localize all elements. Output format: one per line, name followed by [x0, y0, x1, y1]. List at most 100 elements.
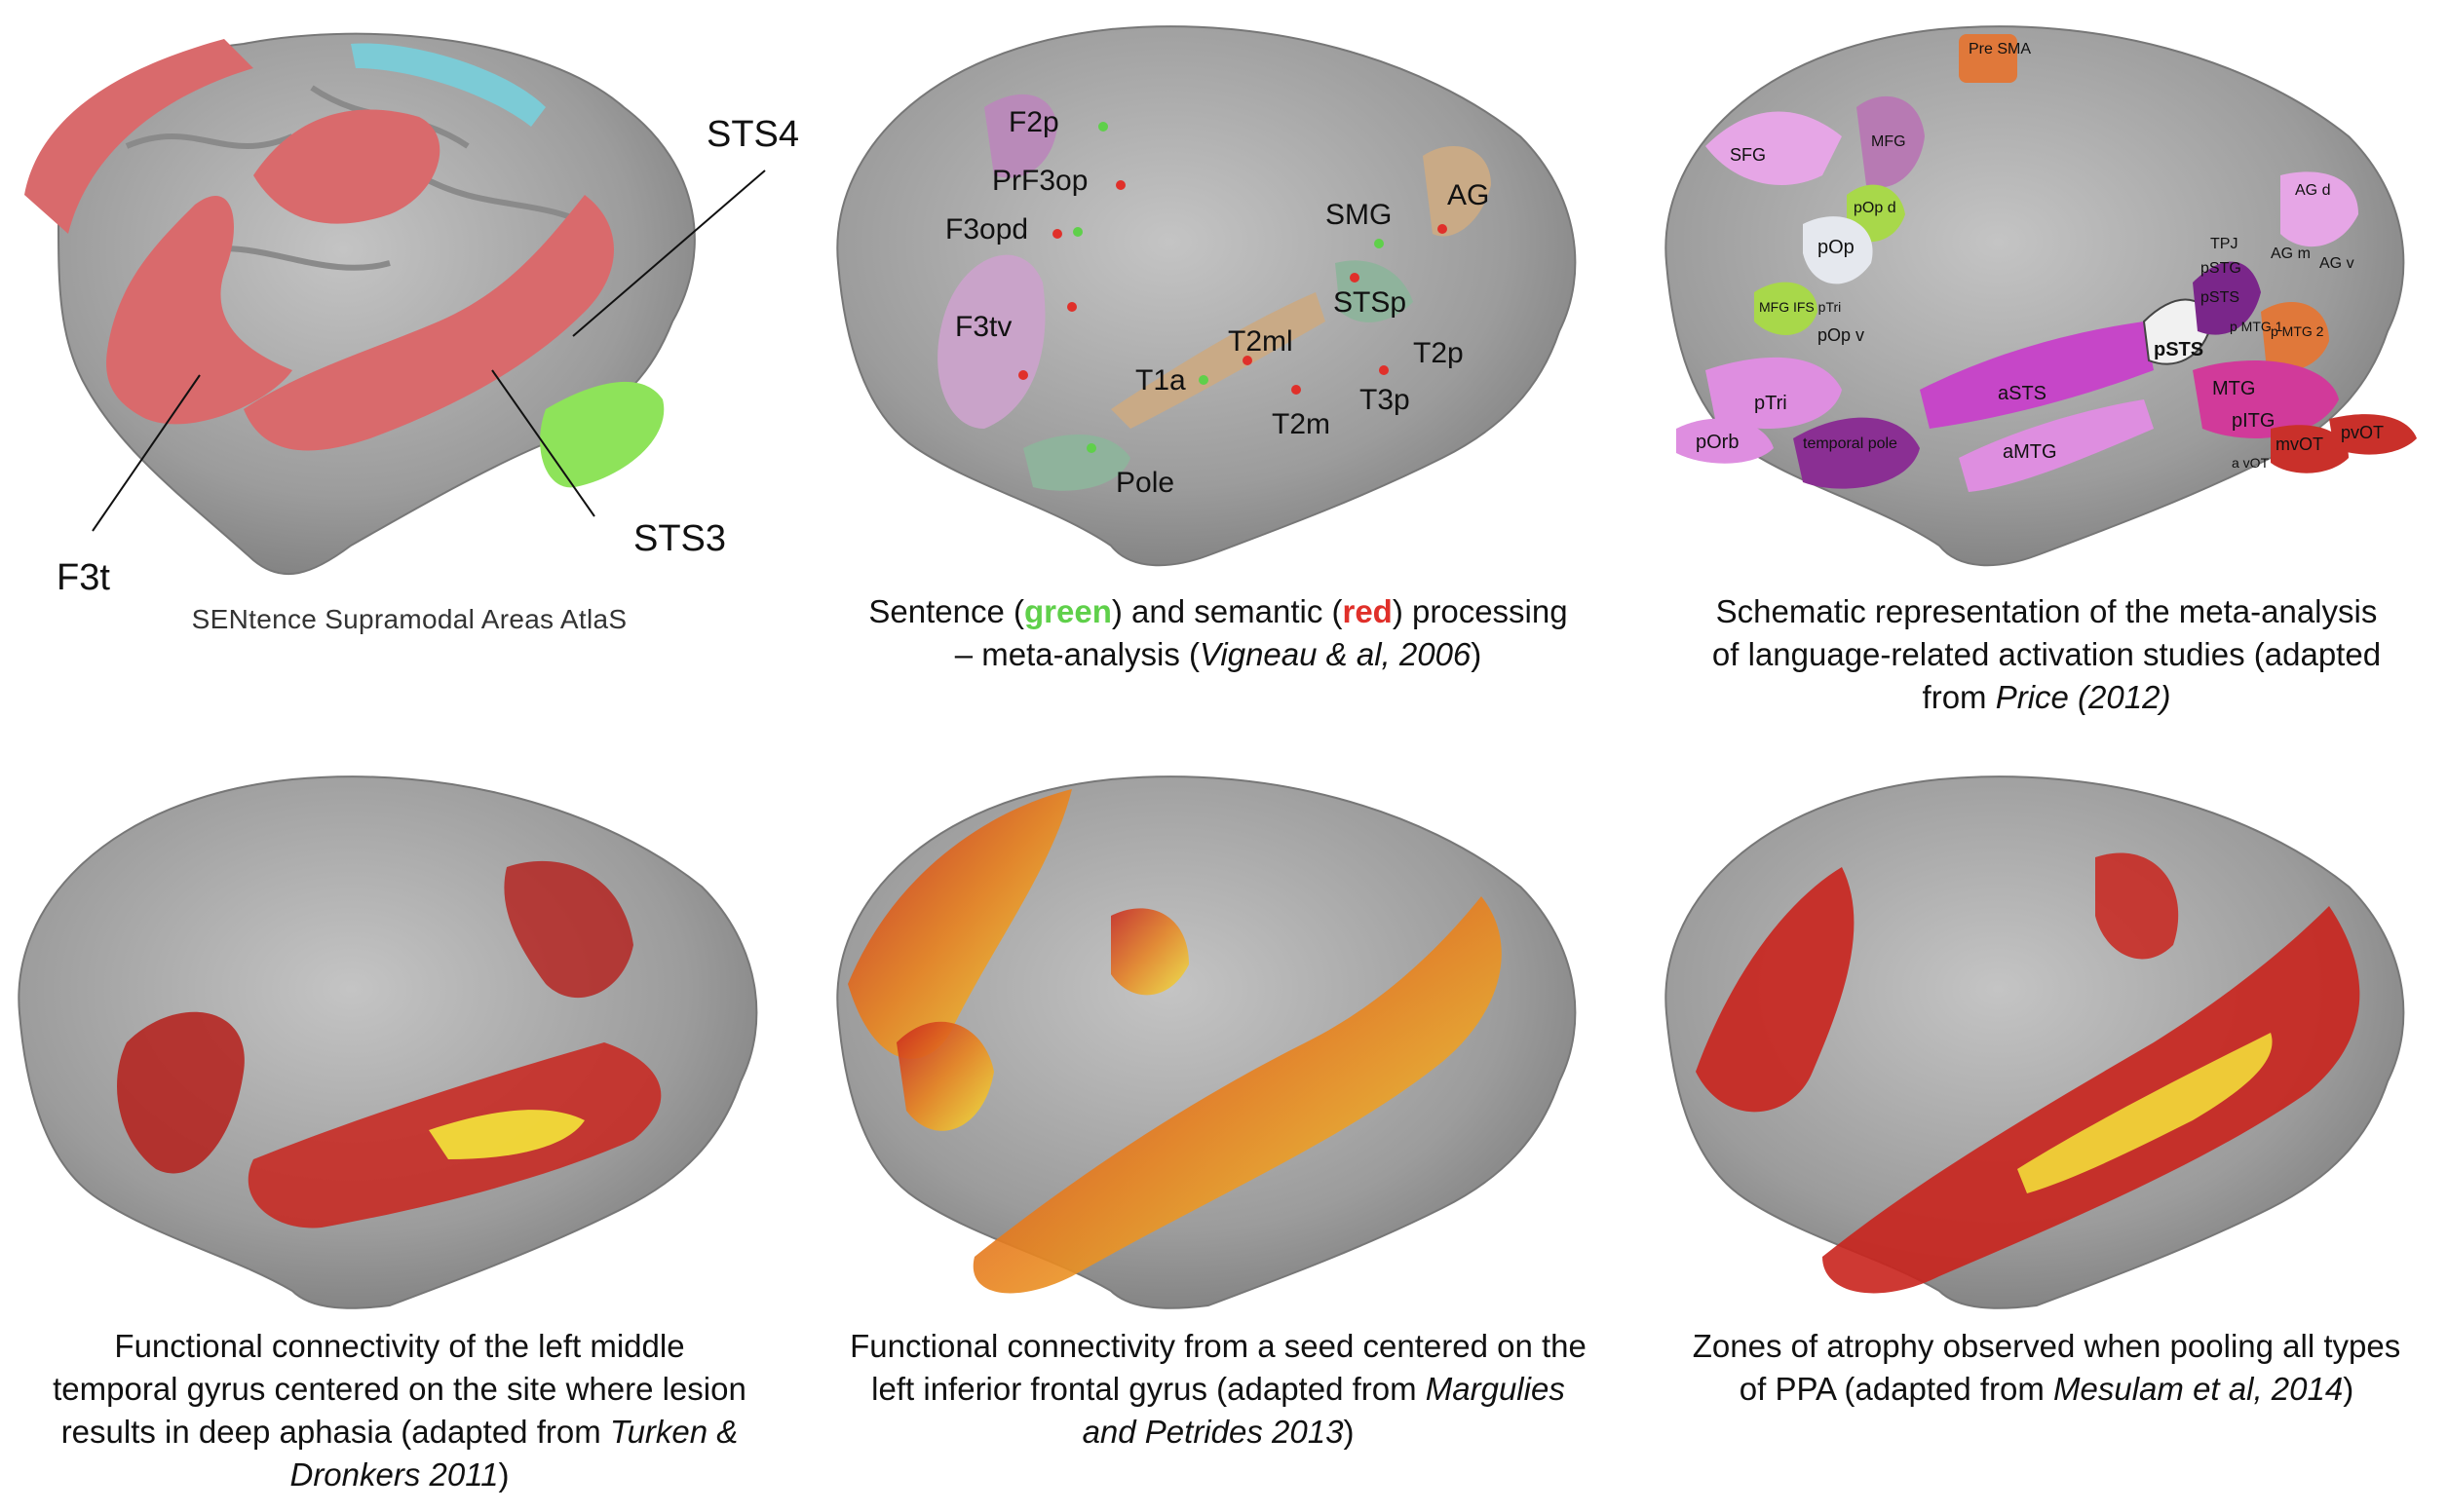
panel-turken: Functional connectivity of the left midd… — [0, 750, 799, 1493]
panel-mesulam: Zones of atrophy observed when pooling a… — [1647, 750, 2446, 1491]
label-f3opd: F3opd — [945, 213, 1028, 246]
caption-citation: and Petrides 2013 — [1082, 1414, 1344, 1450]
brain-shape — [836, 25, 1577, 567]
caption-text: ) — [1471, 636, 1482, 672]
caption-text: ) processing — [1392, 593, 1568, 629]
heat-core — [2017, 1033, 2273, 1193]
caption-text: ) — [1343, 1414, 1355, 1450]
heat-parietal — [2095, 852, 2179, 960]
brain-price-figure: Pre SMA SFG MFG pOp d pOp MFG IFS pTri p… — [1664, 25, 2417, 567]
brain-turken-figure — [18, 775, 758, 1309]
label-avot: a vOT — [2232, 455, 2270, 471]
caption-text: of language-related activation studies (… — [1711, 636, 2382, 672]
caption-text: left inferior frontal gyrus (adapted fro… — [871, 1371, 1426, 1407]
label-pmtg2: p MTG 2 — [2271, 323, 2324, 339]
region-tan — [1111, 292, 1325, 429]
brain-vigneau-figure: F2p PrF3op F3opd F3tv SMG AG STSp T2ml T… — [836, 25, 1577, 567]
caption-text: Schematic representation of the meta-ana… — [1715, 593, 2378, 629]
heat-parietal — [504, 860, 633, 999]
label-mvot: mvOT — [2276, 435, 2323, 454]
label-t2ml: T2ml — [1228, 325, 1293, 358]
label-psts: pSTS — [2154, 339, 2203, 360]
panel-margulies: Functional connectivity from a seed cent… — [819, 750, 1618, 1491]
brain-mesulam-figure — [1664, 775, 2405, 1309]
caption-citation: Mesulam et al, 2014 — [2053, 1371, 2344, 1407]
label-pop: pOp — [1817, 237, 1855, 258]
caption-price: Schematic representation of the meta-ana… — [1647, 590, 2446, 719]
label-tpj: TPJ — [2210, 236, 2238, 252]
label-t3p: T3p — [1359, 384, 1410, 416]
label-f3t: F3t — [57, 557, 110, 598]
heat-core — [429, 1110, 585, 1159]
caption-text: from — [1922, 679, 1996, 715]
atlas-region-upper — [253, 109, 440, 224]
label-ag-m: AG m — [2271, 246, 2311, 262]
caption-text: results in deep aphasia (adapted from — [60, 1414, 610, 1450]
label-sts4: STS4 — [707, 114, 799, 155]
caption-citation: Turken & — [609, 1414, 739, 1450]
label-mtg: MTG — [2212, 378, 2255, 399]
label-mfg: MFG — [1871, 133, 1906, 150]
region-pink-top — [984, 94, 1057, 178]
panel-vigneau: F2p PrF3op F3opd F3tv SMG AG STSp T2ml T… — [819, 0, 1618, 740]
label-pre-sma: Pre SMA — [1969, 41, 2031, 57]
brain-atlas-figure: STS4 STS3 F3t — [24, 32, 799, 598]
caption-citation: Dronkers 2011 — [289, 1456, 499, 1493]
panel-atlas: STS4 STS3 F3t SENtence Supramodal Areas … — [0, 0, 799, 740]
caption-mesulam: Zones of atrophy observed when pooling a… — [1647, 1325, 2446, 1411]
label-pvot: pvOT — [2341, 423, 2384, 442]
label-pop-d: pOp d — [1854, 200, 1896, 216]
label-f3tv: F3tv — [955, 311, 1012, 343]
region-tan-ag — [1423, 146, 1491, 237]
label-asts: aSTS — [1998, 383, 2046, 404]
caption-text: ) — [2343, 1371, 2354, 1407]
caption-text: temporal gyrus centered on the site wher… — [53, 1371, 746, 1407]
label-sts3: STS3 — [633, 518, 726, 559]
caption-atlas: SENtence Supramodal Areas AtlaS — [191, 604, 628, 634]
label-stsp: STSp — [1333, 286, 1406, 319]
caption-citation: Vigneau & al, 2006 — [1199, 636, 1472, 672]
heat-frontal — [848, 789, 1072, 1059]
label-porb: pOrb — [1696, 432, 1739, 453]
atlas-region-cyan-top — [351, 43, 546, 128]
caption-text: Zones of atrophy observed when pooling a… — [1692, 1328, 2401, 1364]
label-ag-v: AG v — [2319, 255, 2354, 272]
label-pop-v: pOp v — [1817, 325, 1864, 345]
region-green-pole — [1023, 435, 1130, 491]
atlas-region-sts — [244, 195, 614, 451]
caption-text: Sentence ( — [868, 593, 1025, 629]
label-temporal-pole: temporal pole — [1803, 435, 1897, 452]
label-ag-d: AG d — [2295, 182, 2330, 199]
caption-margulies: Functional connectivity from a seed cent… — [819, 1325, 1618, 1454]
caption-text: – meta-analysis ( — [954, 636, 1200, 672]
caption-citation: Margulies — [1425, 1371, 1565, 1407]
label-pstg: pSTG — [2200, 260, 2241, 277]
heat-ifg — [897, 1021, 994, 1131]
label-t2m: T2m — [1272, 408, 1330, 440]
caption-text: Functional connectivity of the left midd… — [114, 1328, 685, 1364]
heat-temporal — [973, 896, 1502, 1294]
label-amtg: aMTG — [2003, 441, 2057, 463]
caption-citation: Price (2012) — [1995, 679, 2171, 715]
caption-red: red — [1342, 593, 1393, 629]
atlas-region-f3t — [106, 195, 293, 425]
atlas-region-green — [540, 381, 665, 488]
label-t2p: T2p — [1413, 337, 1464, 369]
region-pink-frontal — [937, 254, 1046, 429]
heat-parietal — [1111, 908, 1189, 996]
heat-temporal — [1822, 906, 2360, 1294]
caption-vigneau: Sentence (green) and semantic (red) proc… — [819, 590, 1618, 676]
label-psts-2: pSTS — [2200, 289, 2239, 306]
caption-text: of PPA (adapted from — [1739, 1371, 2054, 1407]
caption-text: Functional connectivity from a seed cent… — [850, 1328, 1587, 1364]
label-pitg: pITG — [2232, 410, 2275, 432]
label-f2p: F2p — [1009, 106, 1059, 138]
atlas-region-frontal-strip — [24, 39, 253, 234]
brain-margulies-figure — [836, 775, 1577, 1309]
label-t1a: T1a — [1135, 364, 1186, 397]
label-prf3op: PrF3op — [992, 165, 1088, 197]
heat-frontal — [1696, 867, 1855, 1113]
label-ag: AG — [1447, 179, 1489, 211]
label-pole: Pole — [1116, 467, 1174, 499]
label-pmtg1: p MTG 1 — [2230, 319, 2283, 334]
